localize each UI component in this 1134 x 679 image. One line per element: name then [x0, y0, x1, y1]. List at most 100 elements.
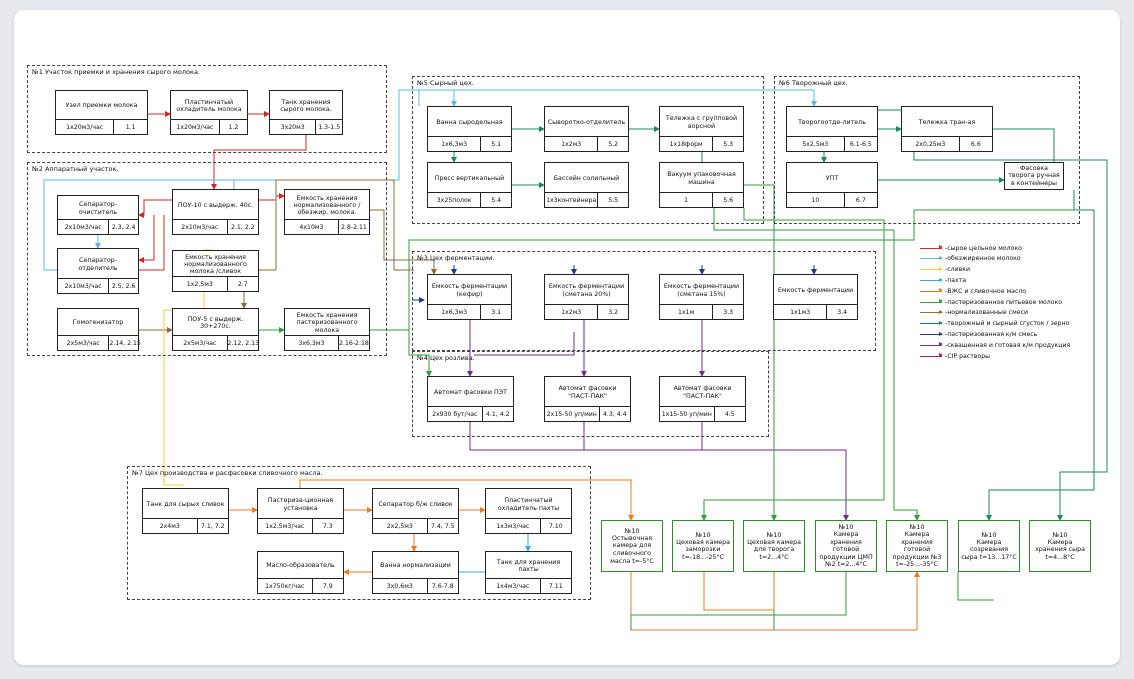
node-n51[interactable]: Ванна сыродельная 1х6,3м3 5.1	[427, 106, 512, 152]
legend-swatch	[920, 245, 943, 250]
node-n32[interactable]: Емкость ферментации (сметана 20%) 1х2м3 …	[544, 274, 629, 320]
node-n74[interactable]: Сепаратор б/ж сливок 2х2,5м3 7.4, 7.5	[372, 488, 459, 534]
node-n11[interactable]: Узел приемки молока 1х20м3/час 1.1	[55, 90, 148, 135]
node-name: Емкость ферментации (кефир)	[431, 283, 508, 298]
node-n61[interactable]: Творогоотде-литель 5х2,5м3 6.1-6.5	[786, 106, 878, 152]
node-n710[interactable]: Пластинчатый охладитель пахты 1х3м3/час …	[485, 488, 572, 534]
chamber-c3[interactable]: №10 Цеховая камера для творога t=2...4°С	[743, 520, 805, 572]
node-spec-row: 2х0,25м3 6.6	[902, 136, 992, 151]
node-number: 3.1	[491, 308, 502, 316]
legend-item: -CIP растворы	[920, 351, 990, 361]
legend-text: -нормализованные смеси	[945, 309, 1028, 317]
node-capacity: 1х1м3	[774, 305, 828, 319]
legend-item: -ВЖС и сливочное масло	[920, 286, 1026, 296]
node-number: 4.3, 4.4	[602, 410, 627, 418]
node-name: Тележка тран-ая	[918, 118, 976, 126]
node-spec-row: 2х930 бут/час 4.1, 4.2	[428, 406, 513, 421]
node-n53[interactable]: Тележка с групповой ворсной 1х18форм 5.3	[659, 106, 744, 152]
node-capacity: 2х5м3/час	[173, 336, 228, 350]
node-n21[interactable]: ПОУ-10 с выдерж. 40с. 2х10м3/час 2.1, 2.…	[172, 189, 259, 235]
node-n52[interactable]: Сыворотко-отделитель 1х2м3 5.2	[544, 106, 629, 152]
node-name: Танк для хранения пахты	[496, 558, 561, 573]
chamber-c5[interactable]: №10 Камера хранения готовой продукции №3…	[886, 520, 948, 572]
chamber-c6[interactable]: №10 Камера созревания сыра t=13...17°С	[958, 520, 1020, 572]
node-name: Емкость ферментации	[777, 286, 854, 294]
node-n41[interactable]: Автомат фасовки ПЭТ 2х930 бут/час 4.1, 4…	[427, 376, 514, 422]
chamber-c7[interactable]: №10 Камера хранения сыра t=4...8°С	[1029, 520, 1091, 572]
node-n711[interactable]: Танк для хранения пахты 1х4м3/час 7.11	[485, 551, 572, 594]
node-capacity: 3х6,3м3	[285, 336, 339, 350]
node-curd-packing[interactable]: Фасовка творога ручная в контейнеры	[1004, 162, 1064, 190]
node-name: Сыворотко-отделитель	[547, 118, 626, 126]
node-spec-row: 10 6.7	[787, 192, 877, 207]
node-n66[interactable]: Тележка тран-ая 2х0,25м3 6.6	[901, 106, 993, 152]
node-capacity: 1х20м3/час	[56, 120, 115, 134]
node-n56[interactable]: Вакуум упаковочная машина 1 5.6	[659, 162, 744, 208]
node-n43[interactable]: Автомат фасовки "ПАСТ-ПАК" 2х15-50 уп/ми…	[544, 376, 631, 422]
node-number: 5.5	[608, 196, 619, 204]
node-number: 5.2	[608, 140, 619, 148]
node-spec-row: 1х3м3/час 7.10	[486, 518, 571, 533]
node-name: ПОУ-5 с выдерж. 30+270с.	[187, 315, 244, 330]
node-n214[interactable]: Гомогенизатор 2х5м3/час 2.14, 2.15	[57, 308, 141, 351]
node-n27[interactable]: Емкость хранения нормализованного молока…	[172, 250, 259, 292]
node-spec-row: 2х10м3/час 2.5, 2.6	[58, 278, 138, 293]
node-n45[interactable]: Автомат фасовки "ПАСТ-ПАК" 1х15-50 уп/ми…	[659, 376, 746, 422]
node-n71[interactable]: Танк для сырых сливок 2х4м3 7.1, 7.2	[142, 488, 229, 534]
node-n33[interactable]: Емкость ферментации (сметана 15%) 1х1м 3…	[659, 274, 744, 320]
node-n73[interactable]: Пастериза-ционная установка 1х2,5м3/час …	[257, 488, 344, 534]
node-n13[interactable]: Танк хранения сырого молока. 3х20м3 1.3-…	[269, 90, 343, 135]
node-spec-row: 1х2м3 3.2	[545, 304, 628, 319]
node-n67[interactable]: УПТ 10 6.7	[786, 162, 878, 208]
node-name: Емкость хранения пастеризованного молока	[296, 312, 358, 334]
legend-text: -ВЖС и сливочное масло	[945, 287, 1027, 295]
section-cheese: №5 Сырный цех.	[412, 76, 764, 224]
node-capacity: 1х750кг/час	[258, 579, 313, 593]
node-capacity: 1х20м3/час	[171, 120, 220, 134]
chamber-c2[interactable]: №10 Цеховая камера заморозки t=-18...-25…	[672, 520, 734, 572]
node-capacity: 2х5м3/час	[58, 336, 110, 350]
node-n55[interactable]: Бассейн солильный 1х3контейнера 5.5	[544, 162, 629, 208]
node-number: 5.1	[491, 140, 502, 148]
legend-swatch	[920, 299, 943, 304]
node-n31[interactable]: Емкость ферментации (кефир) 1х6,3м3 3.1	[427, 274, 512, 320]
legend-text: -творожный и сырный сгусток / зерно	[945, 320, 1070, 328]
legend-item: -обезжиренное молоко	[920, 254, 1021, 264]
node-number: 7.6-7.8	[431, 582, 454, 590]
node-n216[interactable]: Емкость хранения пастеризованного молока…	[284, 308, 370, 351]
node-n212[interactable]: ПОУ-5 с выдерж. 30+270с. 2х5м3/час 2.12,…	[172, 308, 259, 351]
chamber-number: №10	[1052, 530, 1068, 539]
node-number: 2.8-2.11	[341, 223, 367, 231]
node-capacity: 3х25полок	[428, 193, 482, 207]
node-spec-row: 4х10м3 2.8-2.11	[285, 219, 369, 234]
node-n12[interactable]: Пластинчатый охладитель молока 1х20м3/ча…	[170, 90, 248, 135]
section-curd: №6 Творожный цех.	[774, 76, 1080, 224]
node-name: Пастериза-ционная установка	[267, 497, 334, 512]
node-capacity: 1х6,3м3	[428, 305, 482, 319]
node-number: 4.5	[724, 410, 735, 418]
chamber-label: Камера хранения сыра t=4...8°С	[1035, 538, 1085, 561]
chamber-c1[interactable]: №10 Остывочная камера для сливочного мас…	[601, 520, 663, 572]
node-name: ПОУ-10 с выдерж. 40с.	[177, 201, 254, 209]
node-number: 7.4, 7.5	[430, 522, 455, 530]
chamber-c4[interactable]: №10 Камера хранения готовой продукции ЦМ…	[815, 520, 877, 572]
node-n76[interactable]: Ванна нормализации 3х0,6м3 7.6-7.8	[372, 551, 459, 594]
node-n79[interactable]: Масло-образователь 1х750кг/час 7.9	[257, 551, 344, 594]
node-capacity: 4х10м3	[285, 220, 339, 234]
node-spec-row: 1х15-50 уп/мин 4.5	[660, 406, 745, 421]
node-capacity: 2х15-50 уп/мин	[545, 407, 600, 421]
node-number: 2.12, 2.13	[227, 339, 260, 347]
node-capacity: 2х4м3	[143, 519, 198, 533]
node-spec-row: 5х2,5м3 6.1-6.5	[787, 136, 877, 151]
node-n25[interactable]: Сепаратор-отделитель 2х10м3/час 2.5, 2.6	[57, 248, 139, 294]
node-number: 6.7	[855, 196, 866, 204]
node-n28[interactable]: Емкость хранения нормализованного /обезж…	[284, 189, 370, 235]
node-n34[interactable]: Емкость ферментации 1х1м3 3.4	[773, 274, 858, 320]
chamber-number: №10	[624, 526, 640, 535]
node-number: 3.4	[837, 308, 848, 316]
node-name: Танк для сырых сливок	[146, 500, 225, 508]
node-number: 2.3, 2.4	[111, 223, 136, 231]
node-n23[interactable]: Сепаратор-очиститель 2х10м3/час 2.3, 2.4	[57, 195, 139, 235]
node-n54[interactable]: Пресс вертикальный 3х25полок 5.4	[427, 162, 512, 208]
flow-line-norm	[370, 209, 437, 275]
